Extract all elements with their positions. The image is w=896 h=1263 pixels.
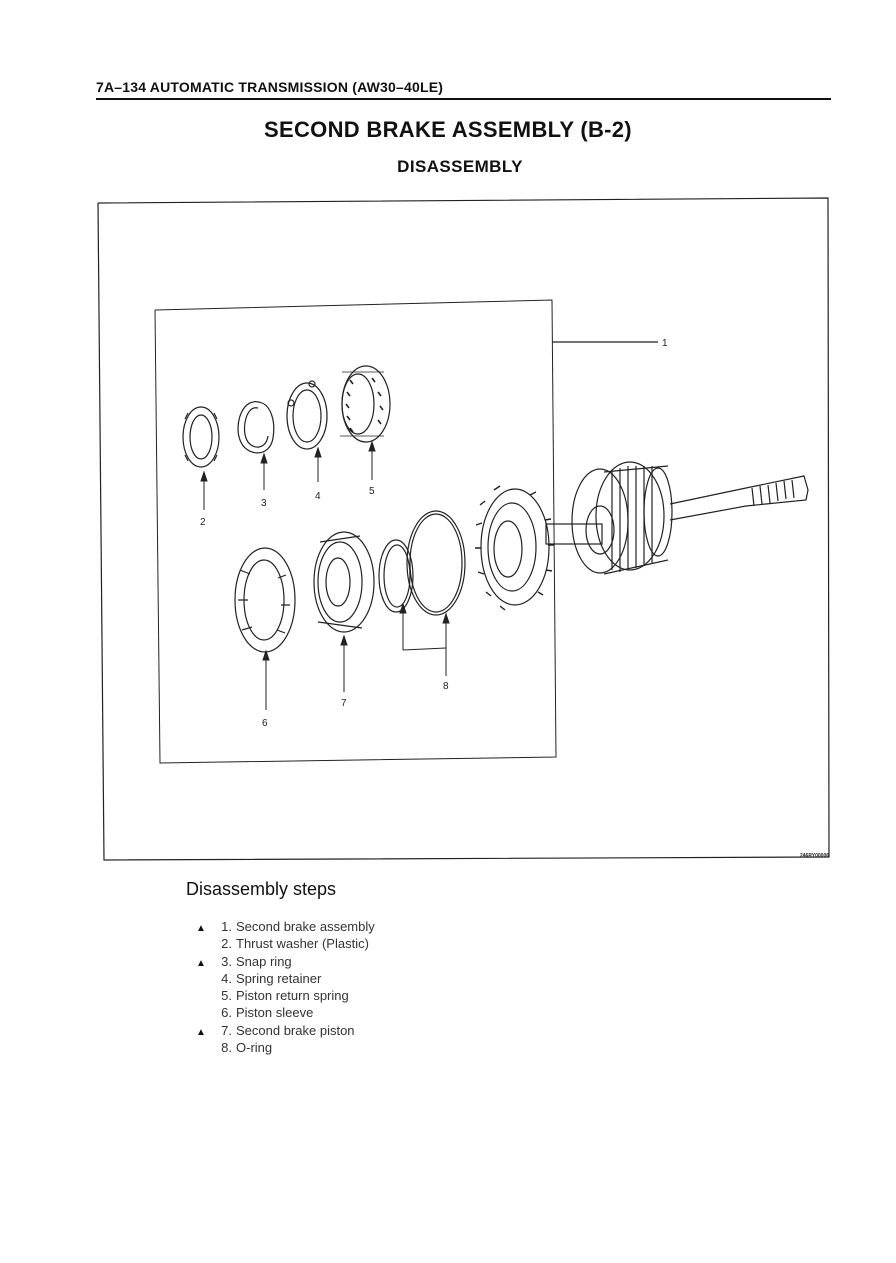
second-brake-piston xyxy=(313,531,375,633)
callout-5: 5 xyxy=(369,486,375,497)
list-item: ▲1.Second brake assembly xyxy=(196,918,375,935)
list-item: ▲3.Snap ring xyxy=(196,953,375,970)
section-subtitle: DISASSEMBLY xyxy=(397,157,523,176)
list-item: 8.O-ring xyxy=(221,1040,273,1056)
list-item: 6.Piston sleeve xyxy=(221,1005,314,1021)
callout-6: 6 xyxy=(262,718,268,729)
callout-8: 8 xyxy=(443,681,449,692)
thrust-washer xyxy=(182,406,220,468)
piston-return-spring xyxy=(340,365,391,443)
inner-frame xyxy=(154,299,557,764)
callout-3: 3 xyxy=(261,498,267,509)
triangle-icon: ▲ xyxy=(196,1026,206,1038)
page-title: SECOND BRAKE ASSEMBLY (B-2) xyxy=(264,117,632,142)
brake-drum-assembly xyxy=(475,461,809,611)
spring-retainer xyxy=(286,380,328,450)
callout-4: 4 xyxy=(315,491,321,502)
steps-title: Disassembly steps xyxy=(186,879,337,899)
callout-1: 1 xyxy=(662,338,668,349)
o-rings xyxy=(378,510,466,616)
outer-frame xyxy=(97,197,830,861)
piston-sleeve xyxy=(234,547,296,653)
snap-ring xyxy=(237,401,275,454)
list-item: 2.Thrust washer (Plastic) xyxy=(221,936,369,952)
list-item: 5.Piston return spring xyxy=(221,988,349,1004)
header-rule xyxy=(96,98,831,100)
list-item: 4.Spring retainer xyxy=(221,970,322,986)
callout-7: 7 xyxy=(341,698,347,709)
steps-list: ▲1.Second brake assembly 2.Thrust washer… xyxy=(196,918,375,1056)
page-header: 7A–134 AUTOMATIC TRANSMISSION (AW30–40LE… xyxy=(96,79,444,95)
callout-2: 2 xyxy=(200,517,206,528)
triangle-icon: ▲ xyxy=(196,923,206,934)
triangle-icon: ▲ xyxy=(196,957,206,969)
figure-code: 246RY00006 xyxy=(800,853,830,859)
list-item: ▲7.Second brake piston xyxy=(196,1022,375,1039)
